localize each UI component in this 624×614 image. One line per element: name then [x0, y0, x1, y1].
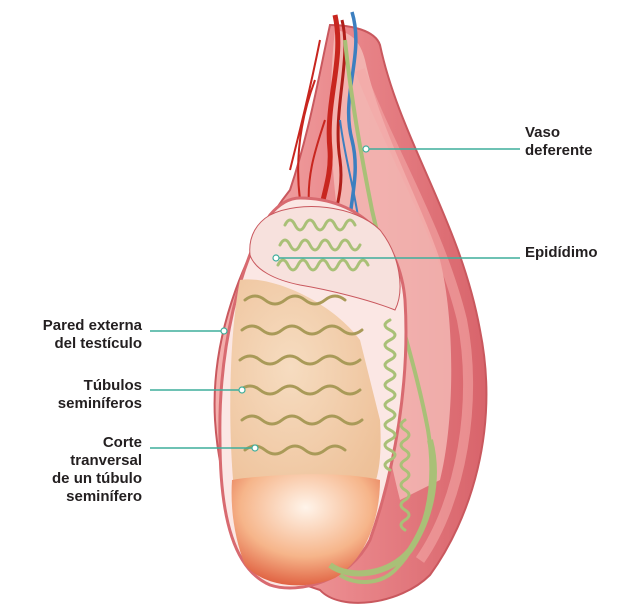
label-corte: Corte tranversal de un túbulo seminífero	[52, 434, 142, 506]
label-epididimo: Epidídimo	[525, 244, 598, 262]
label-pared-externa-line1: Pared externa	[43, 317, 142, 335]
label-vaso-deferente: Vaso deferente	[525, 124, 593, 160]
label-pared-externa: Pared externa del testículo	[43, 317, 142, 353]
label-vaso-deferente-line1: Vaso	[525, 124, 593, 142]
label-epididimo-line1: Epidídimo	[525, 244, 598, 262]
label-corte-line3: de un túbulo	[52, 470, 142, 488]
label-corte-line1: Corte	[52, 434, 142, 452]
label-corte-line2: tranversal	[52, 452, 142, 470]
label-tubulos-line1: Túbulos	[58, 377, 142, 395]
label-corte-line4: seminífero	[52, 488, 142, 506]
label-tubulos: Túbulos seminíferos	[58, 377, 142, 413]
label-pared-externa-line2: del testículo	[43, 335, 142, 353]
label-vaso-deferente-line2: deferente	[525, 142, 593, 160]
label-tubulos-line2: seminíferos	[58, 395, 142, 413]
